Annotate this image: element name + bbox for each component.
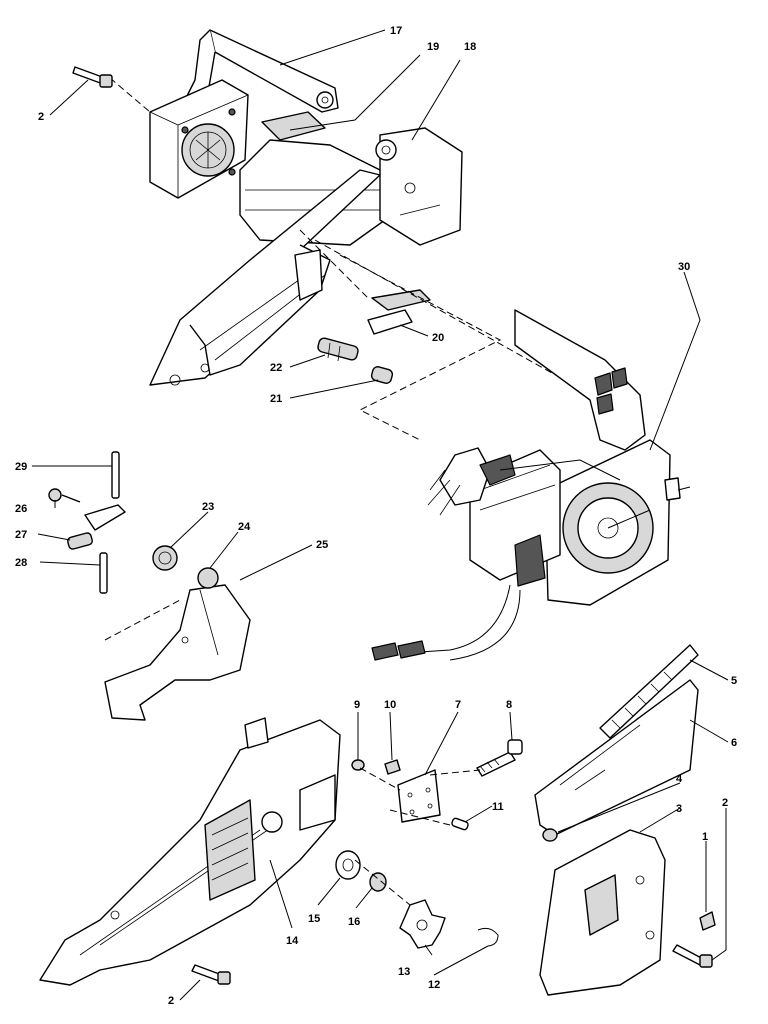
screw-11 (451, 817, 469, 831)
pin-28 (99, 552, 108, 594)
callout-2-top: 2 (38, 111, 44, 123)
motor-housing-18 (239, 127, 463, 246)
callout-14: 14 (286, 935, 299, 947)
callout-2-right: 2 (722, 797, 728, 809)
trigger-20 (367, 289, 431, 335)
main-handle-frame (149, 169, 381, 386)
callout-7: 7 (455, 699, 461, 711)
callout-2-bottom: 2 (168, 995, 174, 1007)
callout-10: 10 (384, 699, 396, 711)
callout-1: 1 (702, 831, 708, 843)
bolt-8 (476, 739, 523, 777)
callout-6: 6 (731, 737, 737, 749)
callout-27: 27 (15, 529, 27, 541)
switch-22 (317, 337, 359, 362)
bushing-23 (152, 545, 178, 571)
callout-21: 21 (270, 393, 282, 405)
callout-13: 13 (398, 966, 410, 978)
callout-12: 12 (428, 979, 440, 991)
callout-16: 16 (348, 916, 360, 928)
spacer-15 (335, 850, 361, 880)
callout-29: 29 (15, 461, 27, 473)
side-cover-14 (39, 717, 341, 986)
callout-labels: 17 19 18 2 20 22 21 30 29 26 27 28 23 24… (15, 25, 737, 1007)
sprocket-13 (399, 899, 446, 949)
brake-arm-25 (104, 567, 251, 721)
callout-30: 30 (678, 261, 690, 273)
fan-housing (149, 79, 249, 199)
screw-2-bottom-left (191, 964, 231, 985)
callout-4: 4 (676, 773, 683, 785)
motor-assembly-30 (371, 309, 691, 661)
chain-5 (599, 644, 699, 739)
callout-8: 8 (506, 699, 512, 711)
guide-bar-6 (534, 679, 699, 836)
callout-19: 19 (427, 41, 439, 53)
callout-18: 18 (464, 41, 476, 53)
callout-15: 15 (308, 913, 320, 925)
nut-10-washer-9 (351, 759, 401, 775)
screw-2-top (72, 66, 113, 88)
callout-20: 20 (432, 332, 444, 344)
callout-23: 23 (202, 501, 214, 513)
fasteners-1-2 (672, 911, 716, 968)
callout-3: 3 (676, 803, 682, 815)
callout-11: 11 (492, 801, 504, 813)
leader-lines (32, 29, 729, 1001)
plate-7 (397, 769, 441, 823)
callout-24: 24 (238, 521, 251, 533)
callout-22: 22 (270, 362, 282, 374)
callout-26: 26 (15, 503, 27, 515)
callout-5: 5 (731, 675, 737, 687)
pin-29 (111, 451, 120, 499)
clip-12 (477, 927, 499, 947)
lever-26-27 (48, 488, 126, 550)
nut-4 (542, 828, 558, 842)
sprocket-cover-3 (539, 829, 666, 996)
callout-17: 17 (390, 25, 402, 37)
button-21 (370, 366, 394, 384)
callout-25: 25 (316, 539, 328, 551)
callout-9: 9 (354, 699, 360, 711)
label-plate-19 (261, 111, 326, 141)
bushing-16 (369, 872, 387, 892)
callout-28: 28 (15, 557, 27, 569)
